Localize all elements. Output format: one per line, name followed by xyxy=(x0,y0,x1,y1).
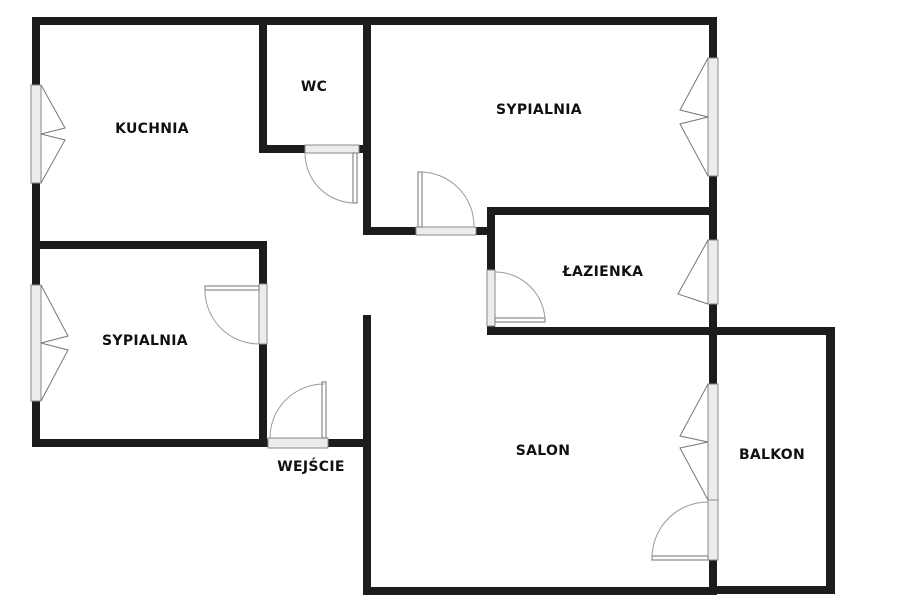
door-bathroom[interactable] xyxy=(486,269,546,327)
label-living-room: SALON xyxy=(516,443,570,459)
wall-outer-bottom-left xyxy=(32,439,370,447)
label-bedroom-left: SYPIALNIA xyxy=(102,333,188,349)
wall-outer-right-upper xyxy=(709,17,717,595)
window-kitchen xyxy=(30,84,66,184)
wall-balcony-right xyxy=(826,327,835,594)
label-bedroom-top: SYPIALNIA xyxy=(496,102,582,118)
wall-balcony-bottom xyxy=(709,586,835,594)
door-entrance[interactable] xyxy=(267,381,329,449)
doors xyxy=(204,144,719,561)
wall-salon-left xyxy=(363,315,371,595)
windows xyxy=(30,57,719,501)
wall-bathroom-bottom xyxy=(487,327,717,335)
label-wc: WC xyxy=(301,79,327,95)
wall-balcony-top xyxy=(709,327,835,335)
wall-bathroom-top xyxy=(487,207,717,215)
door-bedroom-left[interactable] xyxy=(204,283,268,345)
window-bedroom-top xyxy=(679,57,719,177)
room-labels: KUCHNIA WC SYPIALNIA ŁAZIENKA SYPIALNIA … xyxy=(102,79,805,475)
door-wc[interactable] xyxy=(304,144,360,204)
door-balcony[interactable] xyxy=(651,499,719,561)
label-bathroom: ŁAZIENKA xyxy=(562,264,644,280)
door-bedroom-top[interactable] xyxy=(415,171,477,236)
window-salon-upper xyxy=(679,383,719,501)
label-kitchen: KUCHNIA xyxy=(115,121,189,137)
wall-salon-bottom xyxy=(363,587,717,595)
window-bedroom-left xyxy=(30,284,69,402)
label-entrance: WEJŚCIE xyxy=(277,457,344,475)
label-balcony: BALKON xyxy=(739,447,805,463)
wall-outer-top xyxy=(32,17,717,25)
wall-outer-left xyxy=(32,17,40,447)
window-bathroom xyxy=(677,239,719,305)
wall-kitchen-bedroom xyxy=(32,241,266,249)
wall-wc-right xyxy=(363,17,371,235)
wall-wc-left xyxy=(259,17,267,153)
